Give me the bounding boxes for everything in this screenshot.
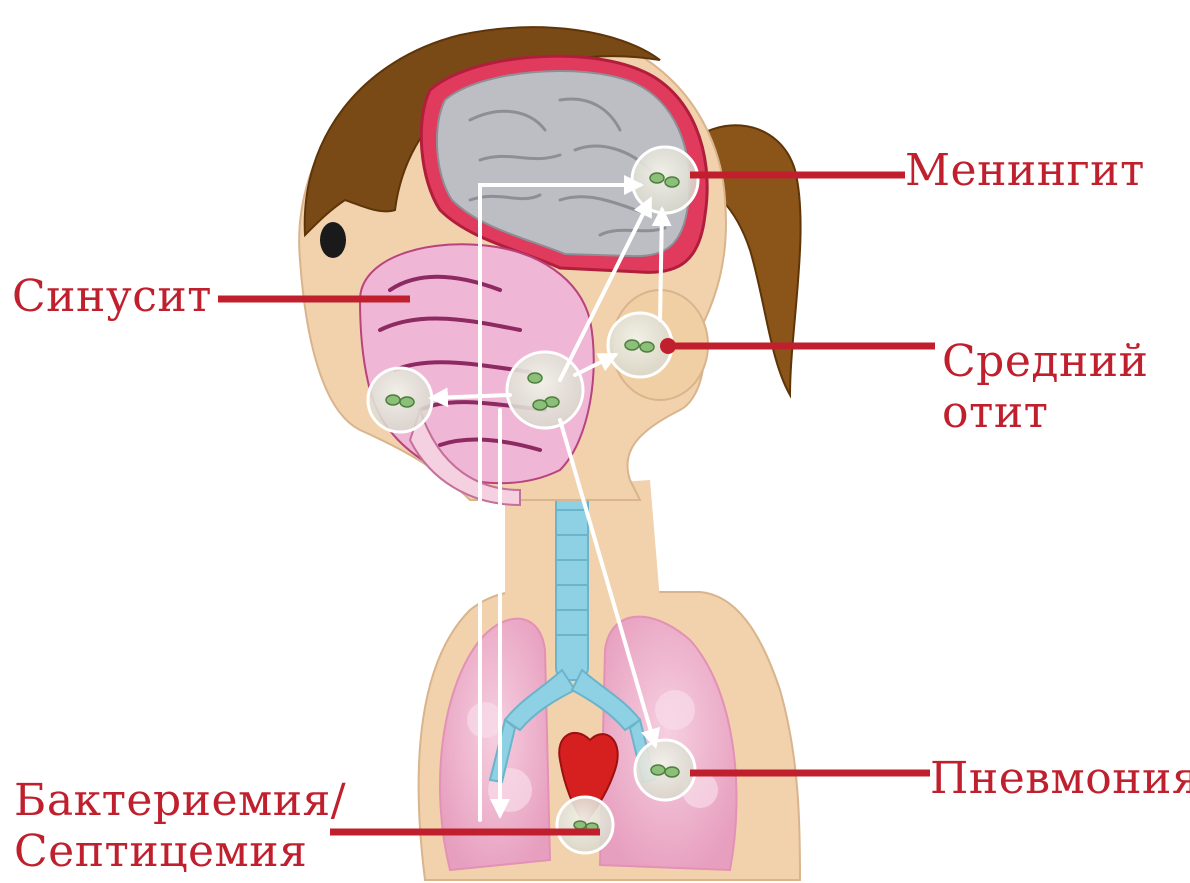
eye xyxy=(320,222,346,258)
label-bacteremia: Бактериемия/ Септицемия xyxy=(14,776,346,877)
label-otitis-line2: отит xyxy=(942,388,1148,439)
label-bacteremia-line1: Бактериемия/ xyxy=(14,776,346,827)
label-otitis: Средний отит xyxy=(942,337,1148,438)
label-pneumonia: Пневмония xyxy=(930,754,1190,805)
label-sinusitis: Синусит xyxy=(12,272,212,323)
label-otitis-line1: Средний xyxy=(942,337,1148,388)
label-meningitis: Менингит xyxy=(905,146,1145,197)
bubble-nasopharynx xyxy=(507,352,583,428)
label-bacteremia-line2: Септицемия xyxy=(14,827,346,878)
